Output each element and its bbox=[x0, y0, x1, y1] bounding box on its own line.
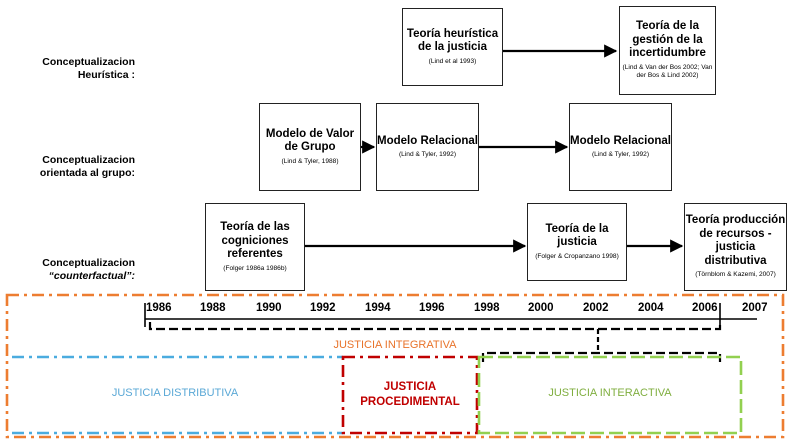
box-teoria-heuristica: Teoría heurística de la justicia (Lind e… bbox=[402, 8, 503, 86]
box-produccion-recursos: Teoría producción de recursos - justicia… bbox=[684, 203, 787, 291]
zone-green bbox=[477, 355, 743, 435]
year-label: 1992 bbox=[310, 302, 336, 314]
box-teoria-justicia: Teoría de la justicia (Folger & Cropanza… bbox=[527, 203, 627, 281]
zone-label-procedimental: JUSTICIA PROCEDIMENTAL bbox=[343, 380, 477, 410]
box-citation: (Lind & Tyler, 1988) bbox=[281, 157, 339, 165]
year-label: 1988 bbox=[200, 302, 226, 314]
box-title: Modelo Relacional bbox=[570, 134, 671, 147]
year-label: 2004 bbox=[638, 302, 664, 314]
box-title: Modelo de Valor de Grupo bbox=[265, 127, 355, 154]
year-label: 2000 bbox=[528, 302, 554, 314]
box-citation: (Lind & Tyler, 1992) bbox=[591, 151, 650, 158]
box-citation: (Törnblom & Kazemi, 2007) bbox=[695, 271, 776, 279]
zone-label-distributiva: JUSTICIA DISTRIBUTIVA bbox=[111, 387, 239, 399]
zone-outer-orange bbox=[5, 293, 785, 439]
row-label-italic: “counterfactual”: bbox=[48, 270, 135, 282]
year-label: 1990 bbox=[256, 302, 282, 314]
zone-red bbox=[341, 355, 479, 435]
zone-label-interactiva: JUSTICIA INTERACTIVA bbox=[548, 387, 672, 399]
year-label: 1986 bbox=[146, 302, 172, 314]
row-label-line: Conceptualizacion bbox=[42, 257, 135, 269]
box-title: Modelo Relacional bbox=[377, 134, 478, 147]
box-citation: (Lind & Tyler, 1992) bbox=[398, 151, 457, 158]
box-citation: (Lind & Van der Bos 2002; Van der Bos & … bbox=[622, 63, 713, 80]
box-title: Teoría heurística de la justicia bbox=[406, 27, 499, 54]
row-label-line: Conceptualizacion bbox=[42, 56, 135, 68]
row-label-line: orientada al grupo: bbox=[39, 167, 135, 179]
row-label-line: Heurística : bbox=[77, 69, 135, 81]
box-cogniciones-referentes: Teoría de las cogniciones referentes (Fo… bbox=[205, 203, 305, 291]
row-label-line: “counterfactual”: bbox=[20, 270, 135, 283]
box-title: Teoría de las cogniciones referentes bbox=[220, 221, 290, 260]
box-gestion-incertidumbre: Teoría de la gestión de la incertidumbre… bbox=[619, 6, 716, 95]
box-citation: (Lind et al 1993) bbox=[428, 57, 477, 65]
year-label: 2007 bbox=[742, 302, 768, 314]
zone-label-line: PROCEDIMENTAL bbox=[360, 396, 460, 408]
row-label-heuristica: Conceptualizacion Heurística : bbox=[20, 56, 135, 82]
timeline-ticks bbox=[144, 303, 721, 327]
zone-label-integrativa: JUSTICIA INTEGRATIVA bbox=[333, 339, 457, 351]
row-label-line: Conceptualizacion bbox=[42, 154, 135, 166]
year-label: 1996 bbox=[419, 302, 445, 314]
box-title: Teoría de la justicia bbox=[545, 222, 609, 249]
row-label-grupo: Conceptualizacion orientada al grupo: bbox=[20, 154, 135, 180]
year-label: 1994 bbox=[365, 302, 391, 314]
box-citation: (Folger & Cropanzano 1998) bbox=[535, 252, 619, 260]
year-label: 1998 bbox=[474, 302, 500, 314]
box-valor-grupo: Modelo de Valor de Grupo (Lind & Tyler, … bbox=[259, 103, 361, 191]
year-label: 2006 bbox=[692, 302, 718, 314]
year-label: 2002 bbox=[583, 302, 609, 314]
box-title: Teoría de la gestión de la incertidumbre bbox=[629, 20, 706, 60]
box-modelo-relacional-1: Modelo Relacional (Lind & Tyler, 1992) bbox=[376, 103, 479, 191]
row-label-counterfactual: Conceptualizacion “counterfactual”: bbox=[20, 257, 135, 283]
box-title: Teoría producción de recursos - justicia… bbox=[685, 214, 786, 267]
box-citation: (Folger 1986a 1986b) bbox=[223, 264, 287, 272]
zone-label-line: JUSTICIA bbox=[383, 381, 437, 393]
span-black-dashed bbox=[148, 322, 722, 331]
zone-blue bbox=[12, 355, 343, 435]
box-modelo-relacional-2: Modelo Relacional (Lind & Tyler, 1992) bbox=[569, 103, 672, 191]
